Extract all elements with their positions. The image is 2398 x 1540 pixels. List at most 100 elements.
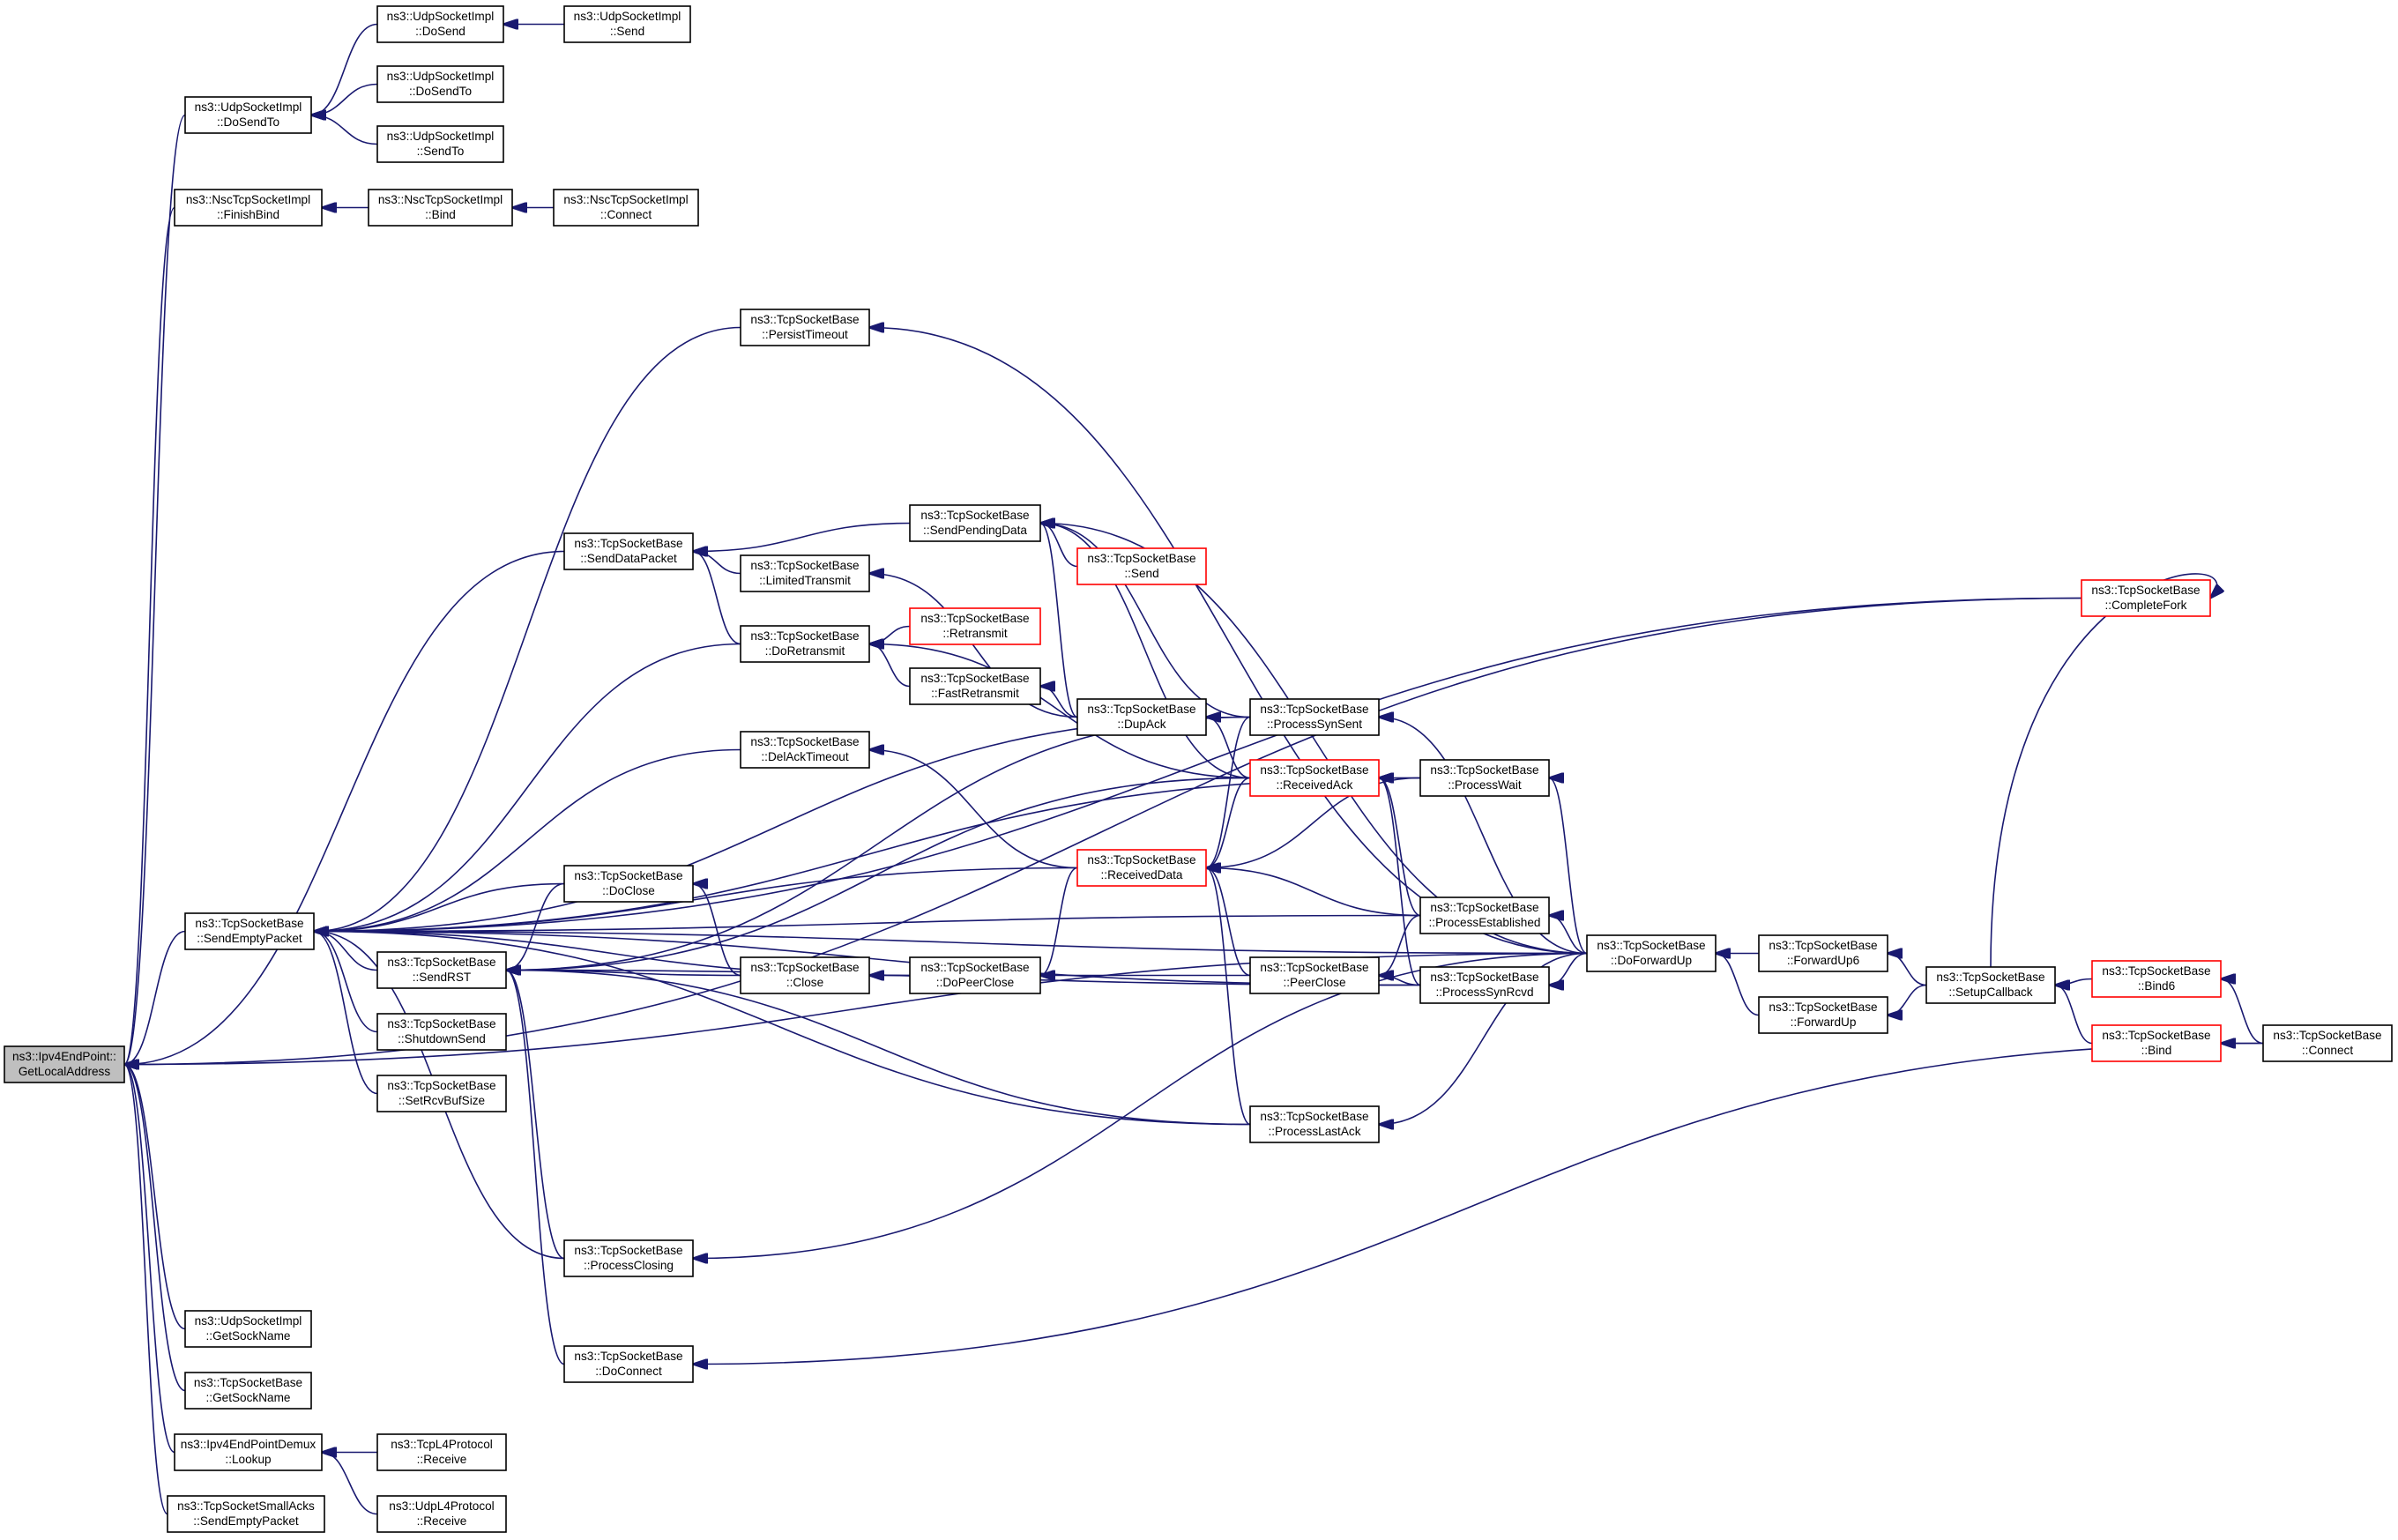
edge-doforwardup-to-sendpendingdata [1040, 524, 1588, 955]
node-processwait[interactable]: ns3::TcpSocketBase::ProcessWait [1419, 759, 1550, 797]
node-processlastack[interactable]: ns3::TcpSocketBase::ProcessLastAck [1249, 1105, 1380, 1143]
edge-completefork-to-sendemptypacket [314, 597, 2082, 932]
node-dupack[interactable]: ns3::TcpSocketBase::DupAck [1076, 698, 1207, 736]
edge-udp-dosend-to-udp-dosendto [311, 23, 378, 115]
edge-tcp-getsockname-to-root [124, 1065, 186, 1392]
node-fastretransmit[interactable]: ns3::TcpSocketBase::FastRetransmit [909, 667, 1041, 705]
edge-demux-lookup-to-root [124, 1065, 175, 1454]
node-completefork[interactable]: ns3::TcpSocketBase::CompleteFork [2081, 579, 2211, 617]
node-box [1076, 849, 1207, 887]
node-tcpl4-receive[interactable]: ns3::TcpL4Protocol::Receive [376, 1433, 507, 1471]
node-label-line: ::DoForwardUp [1611, 954, 1692, 967]
node-box [740, 554, 870, 592]
edge-doforwardup-to-processsynrcvd [1549, 952, 1588, 986]
edge-delacktimeout-to-sendemptypacket [314, 748, 741, 932]
node-udpl4-receive[interactable]: ns3::UdpL4Protocol::Receive [376, 1495, 507, 1533]
node-receivedack[interactable]: ns3::TcpSocketBase::ReceivedAck [1249, 759, 1380, 797]
node-label-line: ns3::UdpL4Protocol [389, 1499, 494, 1513]
node-box [563, 1239, 694, 1277]
node-dopeerclose[interactable]: ns3::TcpSocketBase::DoPeerClose [909, 956, 1041, 994]
node-bind6[interactable]: ns3::TcpSocketBase::Bind6 [2091, 960, 2222, 998]
node-processsynsent[interactable]: ns3::TcpSocketBase::ProcessSynSent [1249, 698, 1380, 736]
node-box [184, 96, 312, 134]
node-label-line: ns3::TcpSocketBase [2102, 1029, 2210, 1042]
node-box [563, 1345, 694, 1383]
edge-doforwardup-to-processsynsent [1379, 718, 1588, 955]
node-tcp-getsockname[interactable]: ns3::TcpSocketBase::GetSockName [184, 1372, 312, 1410]
node-box [1076, 547, 1207, 585]
node-label-line: ::PersistTimeout [762, 328, 848, 341]
node-box [740, 625, 870, 663]
edge-doretransmit-to-senddatapacket [693, 552, 741, 645]
node-processclosing[interactable]: ns3::TcpSocketBase::ProcessClosing [563, 1239, 694, 1277]
node-box [1758, 934, 1888, 972]
node-label-line: ::SendDataPacket [580, 552, 677, 565]
node-udp-getsockname[interactable]: ns3::UdpSocketImpl::GetSockName [184, 1310, 312, 1348]
node-limitedtransmit[interactable]: ns3::TcpSocketBase::LimitedTransmit [740, 554, 870, 592]
node-persisttimeout[interactable]: ns3::TcpSocketBase::PersistTimeout [740, 309, 870, 346]
node-sendrst[interactable]: ns3::TcpSocketBase::SendRST [376, 951, 507, 989]
edge-dupack-to-sendpendingdata [1040, 524, 1078, 718]
node-doforwardup[interactable]: ns3::TcpSocketBase::DoForwardUp [1586, 934, 1717, 972]
edge-udp-sendto-to-udp-dosendto [311, 115, 378, 145]
node-setupcallback[interactable]: ns3::TcpSocketBase::SetupCallback [1925, 966, 2056, 1004]
node-label-line: ::DoSendTo [217, 115, 279, 129]
node-label-line: ns3::TcpSocketBase [920, 509, 1029, 522]
node-box [909, 956, 1041, 994]
node-nsc-finishbind[interactable]: ns3::NscTcpSocketImpl::FinishBind [174, 189, 323, 227]
node-forwardup[interactable]: ns3::TcpSocketBase::ForwardUp [1758, 996, 1888, 1034]
node-udp-dosendto[interactable]: ns3::UdpSocketImpl::DoSendTo [184, 96, 312, 134]
node-shutdownsend[interactable]: ns3::TcpSocketBase::ShutdownSend [376, 1013, 507, 1051]
node-processestablished[interactable]: ns3::TcpSocketBase::ProcessEstablished [1419, 896, 1550, 934]
node-label-line: ::ForwardUp [1791, 1016, 1857, 1029]
edge-processsynsent-to-receiveddata [1206, 716, 1251, 868]
node-udp-sendto[interactable]: ns3::UdpSocketImpl::SendTo [376, 125, 504, 163]
edge-setupcallback-to-completefork [1990, 573, 2217, 968]
edge-sendpendingdata-to-senddatapacket [693, 522, 911, 552]
node-root[interactable]: ns3::Ipv4EndPoint::GetLocalAddress [4, 1045, 125, 1083]
edge-processlastack-to-receiveddata [1206, 868, 1251, 1126]
edge-completefork-to-root [124, 597, 2082, 1065]
node-peerclose[interactable]: ns3::TcpSocketBase::PeerClose [1249, 956, 1380, 994]
node-label-line: ns3::UdpSocketImpl [387, 70, 495, 83]
node-doretransmit[interactable]: ns3::TcpSocketBase::DoRetransmit [740, 625, 870, 663]
node-doclose[interactable]: ns3::TcpSocketBase::DoClose [563, 865, 694, 903]
node-retransmit[interactable]: ns3::TcpSocketBase::Retransmit [909, 607, 1041, 645]
node-senddatapacket[interactable]: ns3::TcpSocketBase::SendDataPacket [563, 532, 694, 570]
node-udp-send[interactable]: ns3::UdpSocketImpl::Send [563, 5, 691, 43]
node-setrcvbufsize[interactable]: ns3::TcpSocketBase::SetRcvBufSize [376, 1075, 507, 1112]
edge-processestablished-to-sendemptypacket [314, 914, 1421, 932]
node-label-line: ::Bind6 [2138, 979, 2175, 993]
edge-nsc-finishbind-to-root [124, 206, 175, 1065]
node-label-line: ::SetRcvBufSize [398, 1094, 485, 1107]
node-nsc-connect[interactable]: ns3::NscTcpSocketImpl::Connect [553, 189, 699, 227]
node-label-line: ::DoPeerClose [936, 976, 1014, 989]
node-box [368, 189, 513, 227]
node-label-line: ::FinishBind [217, 208, 279, 221]
node-demux-lookup[interactable]: ns3::Ipv4EndPointDemux::Lookup [174, 1433, 323, 1471]
node-udp-dosend[interactable]: ns3::UdpSocketImpl::DoSend [376, 5, 504, 43]
node-label-line: ::Bind [425, 208, 456, 221]
node-sendpendingdata[interactable]: ns3::TcpSocketBase::SendPendingData [909, 504, 1041, 542]
node-sendemptypacket[interactable]: ns3::TcpSocketBase::SendEmptyPacket [184, 912, 315, 950]
node-processsynrcvd[interactable]: ns3::TcpSocketBase::ProcessSynRcvd [1419, 966, 1550, 1004]
node-connect[interactable]: ns3::TcpSocketBase::Connect [2262, 1024, 2393, 1062]
node-label-line: ns3::TcpSocketBase [2091, 584, 2200, 597]
node-label-line: ::ReceivedAck [1277, 778, 1353, 792]
node-smallacks-sendempty[interactable]: ns3::TcpSocketSmallAcks::SendEmptyPacket [167, 1495, 325, 1533]
node-udp-dosendto2[interactable]: ns3::UdpSocketImpl::DoSendTo [376, 65, 504, 103]
edges-layer [124, 23, 2264, 1515]
node-forwardup6[interactable]: ns3::TcpSocketBase::ForwardUp6 [1758, 934, 1888, 972]
node-bind[interactable]: ns3::TcpSocketBase::Bind [2091, 1024, 2222, 1062]
node-label-line: ns3::TcpSocketBase [195, 917, 303, 930]
node-nsc-bind[interactable]: ns3::NscTcpSocketImpl::Bind [368, 189, 513, 227]
node-delacktimeout[interactable]: ns3::TcpSocketBase::DelAckTimeout [740, 731, 870, 769]
node-doconnect[interactable]: ns3::TcpSocketBase::DoConnect [563, 1345, 694, 1383]
node-box [1249, 1105, 1380, 1143]
node-receiveddata[interactable]: ns3::TcpSocketBase::ReceivedData [1076, 849, 1207, 887]
node-close[interactable]: ns3::TcpSocketBase::Close [740, 956, 870, 994]
node-send[interactable]: ns3::TcpSocketBase::Send [1076, 547, 1207, 585]
node-label-line: ::DoRetransmit [765, 644, 845, 658]
node-label-line: ns3::UdpSocketImpl [387, 130, 495, 143]
edge-doconnect-to-sendrst [506, 971, 565, 1365]
